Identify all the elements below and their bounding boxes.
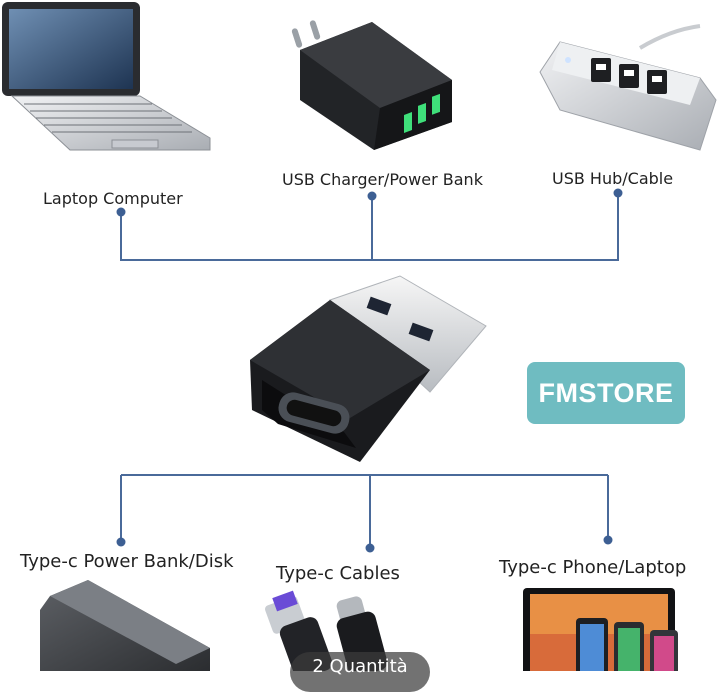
label-usb-charger: USB Charger/Power Bank bbox=[282, 170, 483, 189]
label-typec-cables: Type-c Cables bbox=[276, 563, 400, 584]
laptop-icon bbox=[2, 2, 211, 151]
bottom-node-powerbank bbox=[116, 537, 126, 547]
fmstore-badge: FMSTORE bbox=[527, 362, 685, 424]
top-node-hub bbox=[613, 188, 623, 198]
top-connector-lines bbox=[120, 193, 619, 261]
quantity-overlay: 2 Quantità bbox=[290, 652, 430, 692]
bottom-node-cables bbox=[365, 543, 375, 553]
usb-charger-icon bbox=[291, 20, 452, 150]
usb-a-to-usb-c-adapter-icon bbox=[250, 275, 487, 462]
phones-laptop-icon bbox=[523, 588, 678, 671]
bottom-node-phones bbox=[603, 535, 613, 545]
label-laptop-computer: Laptop Computer bbox=[43, 189, 183, 208]
power-bank-icon bbox=[40, 580, 210, 671]
top-node-laptop bbox=[116, 207, 126, 217]
bottom-connector-lines bbox=[120, 474, 609, 548]
label-usb-hub: USB Hub/Cable bbox=[552, 169, 674, 188]
label-typec-power-bank: Type-c Power Bank/Disk bbox=[20, 551, 234, 572]
top-node-charger bbox=[367, 191, 377, 201]
usb-hub-icon bbox=[539, 24, 717, 151]
label-typec-phone-laptop: Type-c Phone/Laptop bbox=[499, 557, 687, 578]
